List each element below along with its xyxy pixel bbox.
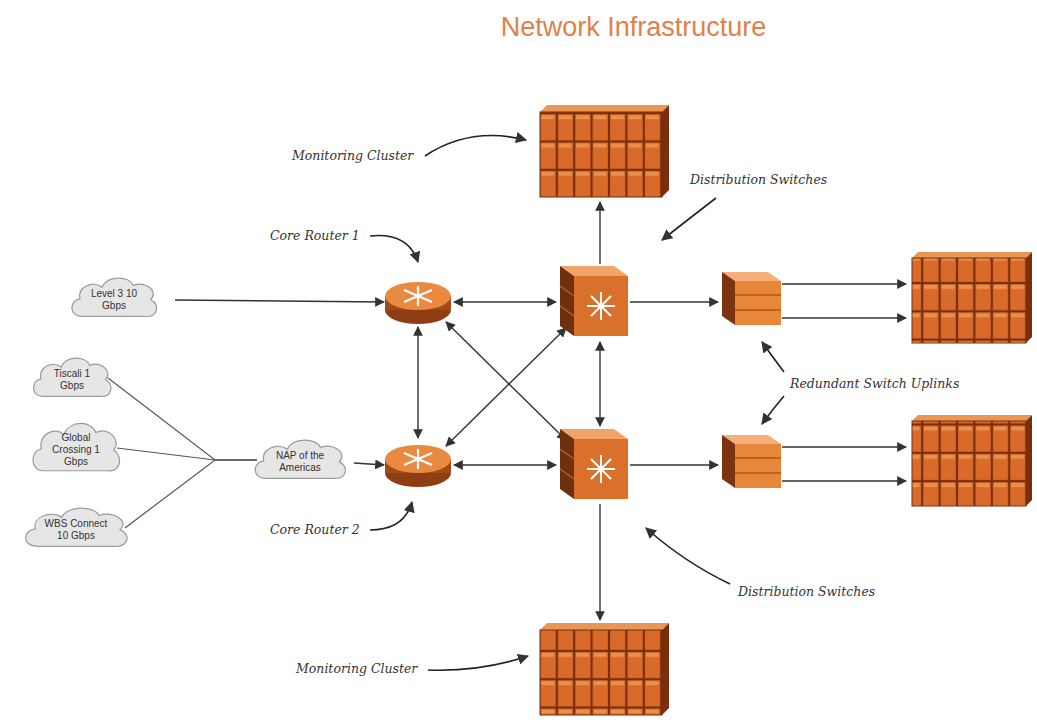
- core-router: [385, 282, 451, 324]
- server-rack: [540, 623, 669, 715]
- cloud-text-holder: Level 3 10 Gbps: [90, 288, 138, 312]
- isp-link: [125, 460, 257, 528]
- server-rack: [912, 415, 1032, 506]
- distribution-switch: [560, 429, 628, 499]
- callout-label: Core Router 2: [270, 522, 360, 537]
- cloud-text-holder: Tiscali 1 Gbps: [52, 368, 92, 392]
- diagram-title: Network Infrastructure: [0, 12, 1037, 43]
- leader-arrows: [370, 136, 784, 671]
- core-router: [385, 445, 451, 487]
- isp-link: [108, 378, 257, 460]
- cloud-shape: [72, 278, 157, 316]
- cloud-label: Level 3 10 Gbps: [90, 288, 138, 312]
- callout-label: Monitoring Cluster: [292, 148, 413, 163]
- callout-label: Distribution Switches: [690, 172, 827, 187]
- isp-cloud: WBS Connect 10 Gbps: [21, 503, 131, 553]
- cloud-label: Tiscali 1 Gbps: [52, 368, 92, 392]
- cloud-shape: [255, 440, 345, 478]
- cloud-text-holder: Global Crossing 1 Gbps: [51, 432, 101, 468]
- server-rack: [912, 252, 1032, 343]
- isp-cloud: NAP of the Americas: [251, 435, 349, 485]
- server-rack: [540, 105, 669, 197]
- isp-cloud: Global Crossing 1 Gbps: [29, 417, 123, 479]
- distribution-switch: [560, 266, 628, 336]
- access-switch: [722, 435, 781, 488]
- isp-cloud: Level 3 10 Gbps: [68, 273, 160, 323]
- callout-label: Redundant Switch Uplinks: [790, 376, 959, 391]
- cloud-shape: [34, 358, 111, 396]
- callout-label: Core Router 1: [270, 228, 360, 243]
- cloud-text-holder: NAP of the Americas: [273, 450, 327, 474]
- callout-label: Monitoring Cluster: [296, 661, 417, 676]
- network-links: [175, 202, 906, 620]
- access-switch: [722, 272, 781, 325]
- cloud-text-holder: WBS Connect 10 Gbps: [43, 518, 109, 542]
- isp-link: [117, 448, 257, 460]
- isp-cloud: Tiscali 1 Gbps: [30, 353, 114, 403]
- cloud-shape: [26, 508, 127, 546]
- callout-label: Distribution Switches: [738, 584, 875, 599]
- cloud-shape: [33, 423, 120, 470]
- cloud-label: WBS Connect 10 Gbps: [43, 518, 109, 542]
- cloud-label: NAP of the Americas: [273, 450, 327, 474]
- cloud-label: Global Crossing 1 Gbps: [51, 432, 101, 468]
